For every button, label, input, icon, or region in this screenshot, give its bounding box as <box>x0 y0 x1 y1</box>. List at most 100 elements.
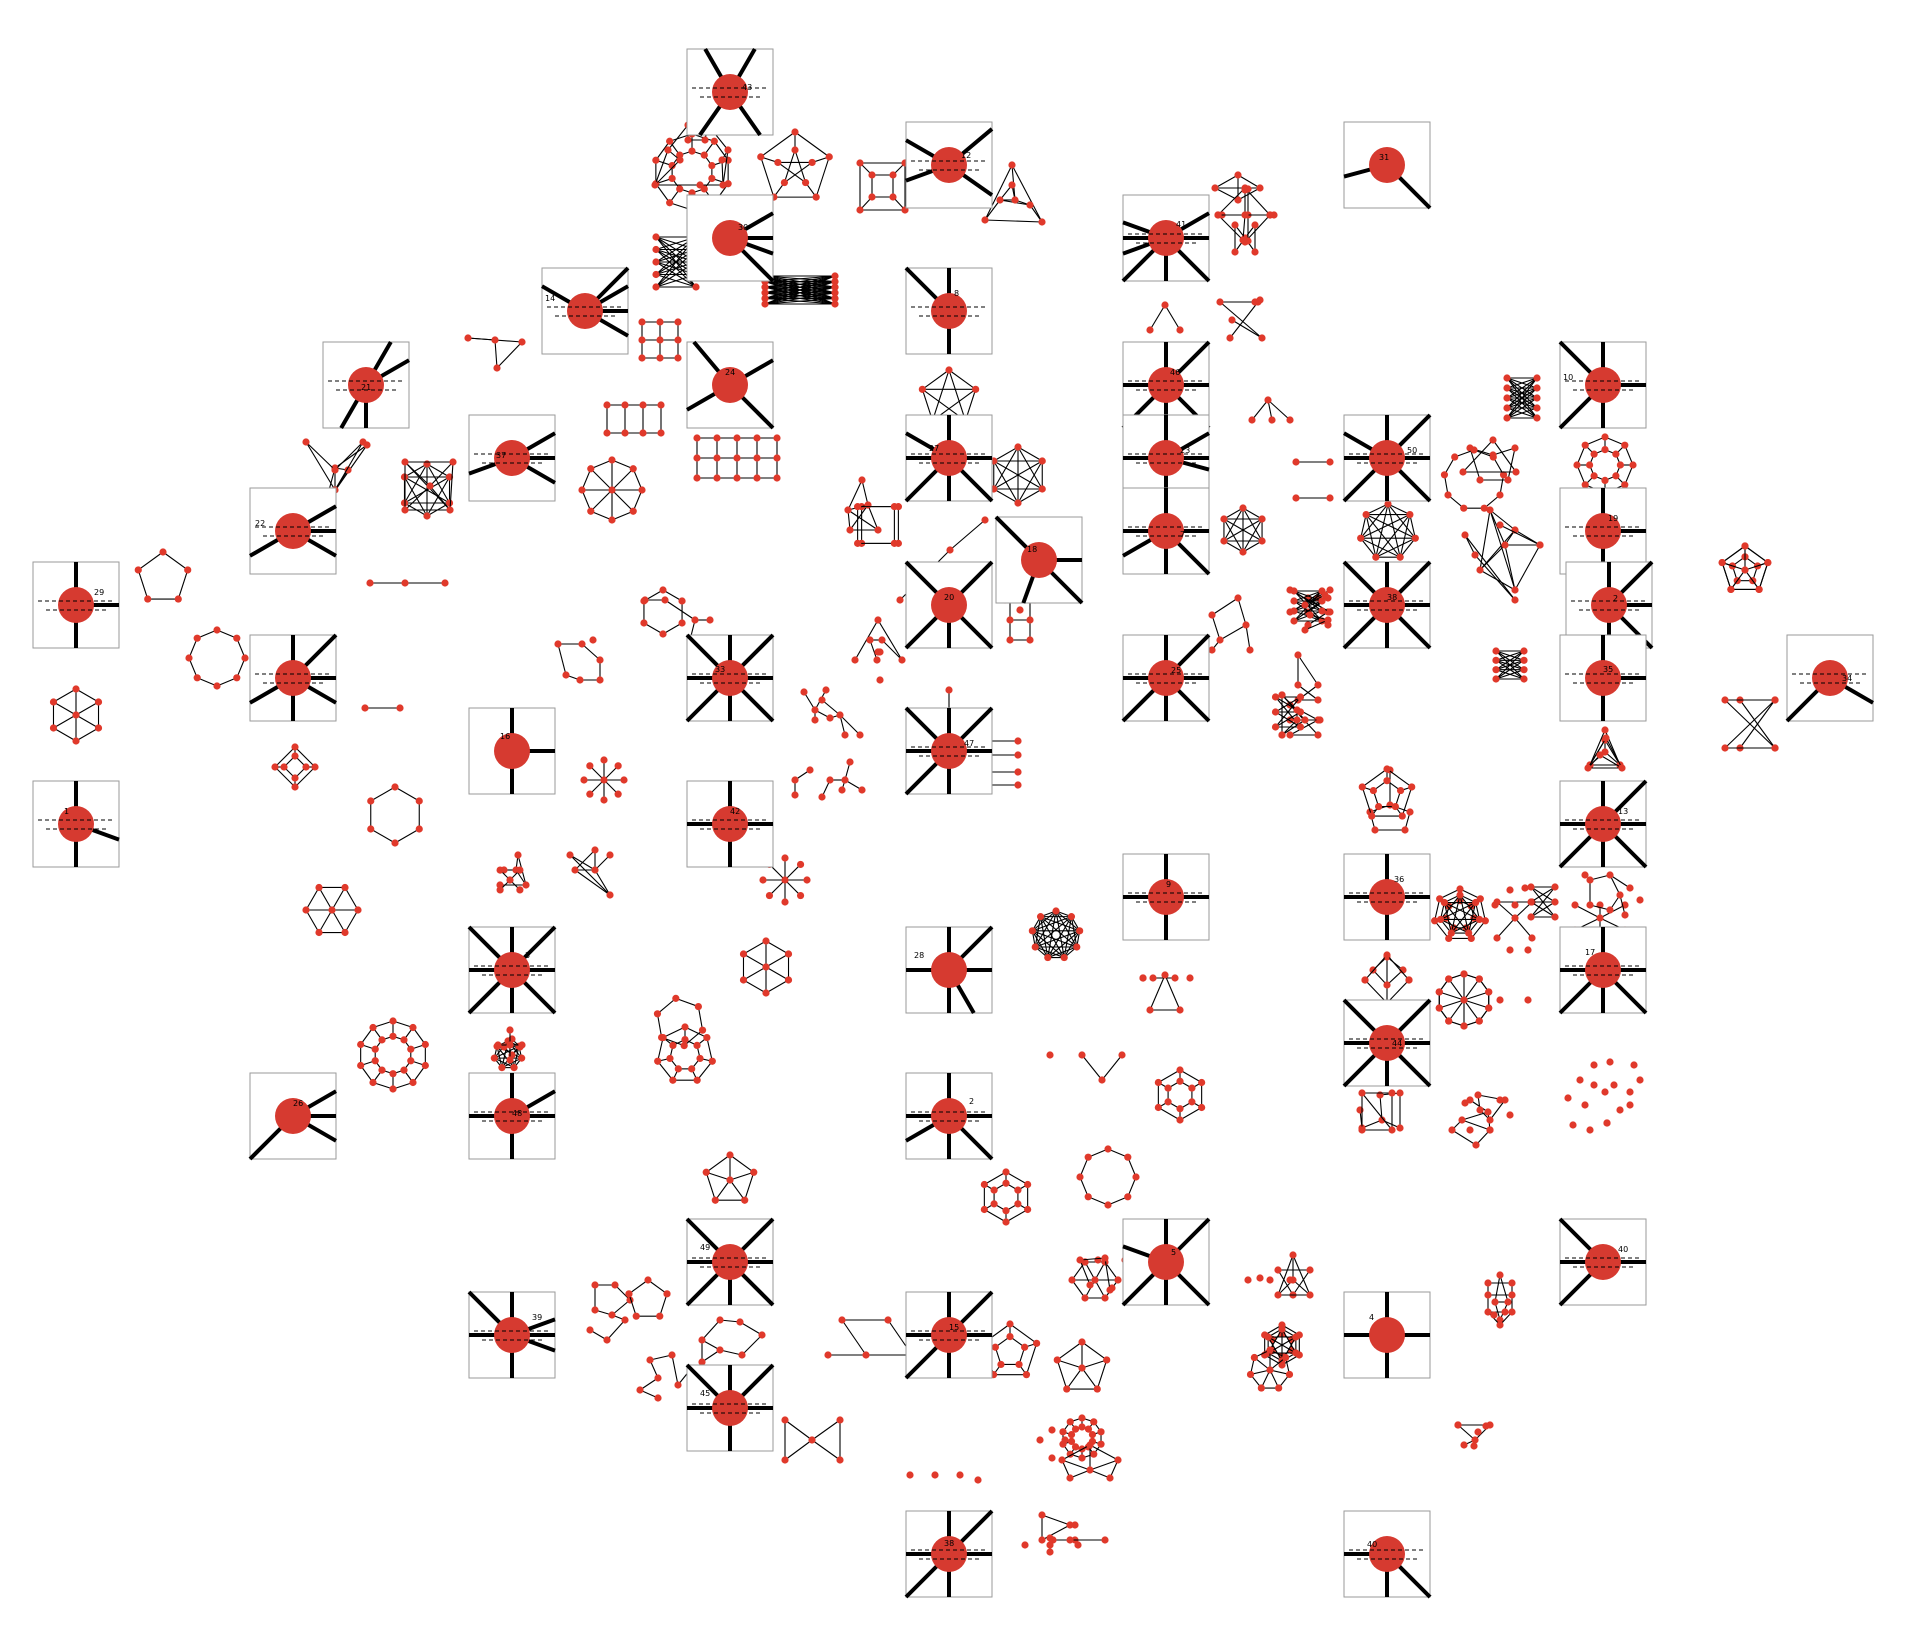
graph-node <box>646 1356 654 1364</box>
graph-node <box>1621 481 1629 489</box>
graph-edge <box>1104 1261 1119 1281</box>
graph-node <box>972 385 980 393</box>
graph-node <box>1264 396 1272 404</box>
graph-node <box>1084 1425 1093 1433</box>
hub-tile: 1 <box>32 780 120 868</box>
graph-edge <box>1041 1514 1071 1526</box>
graph-edge <box>611 510 634 521</box>
graph-node <box>494 1041 502 1049</box>
graph-node <box>836 1456 844 1464</box>
graph-node <box>674 1381 682 1389</box>
graph-edge <box>1040 916 1049 958</box>
hub-tile: 14 <box>541 266 630 355</box>
cycle-graph <box>185 626 249 690</box>
graph-node <box>1501 1308 1509 1316</box>
graph-edge <box>769 879 786 896</box>
graph-node <box>761 294 769 302</box>
graph-node <box>738 1351 746 1359</box>
graph-node <box>890 539 898 547</box>
graph-node <box>663 1290 671 1298</box>
graph-node <box>589 636 597 644</box>
graph-edge <box>706 1171 731 1181</box>
graph-node <box>674 336 682 344</box>
hub-tile: 47 <box>904 706 994 796</box>
graph-node <box>1164 1098 1172 1106</box>
graph-edge <box>741 1334 763 1356</box>
graph-edge <box>739 1321 763 1336</box>
graph-node <box>1246 646 1254 654</box>
graph-node <box>1506 886 1514 894</box>
hub-label: 25 <box>1171 666 1181 675</box>
graph-edge <box>1047 910 1057 958</box>
graph-edge <box>1104 1257 1111 1291</box>
graph-node <box>94 724 103 732</box>
hub-label: 24 <box>725 368 735 377</box>
graph-edge <box>1450 902 1477 934</box>
graph-node <box>791 146 799 154</box>
graph-node <box>1501 1096 1509 1104</box>
graph-node <box>421 1061 429 1070</box>
graph-edge <box>1219 301 1263 339</box>
graph-node <box>761 289 769 297</box>
graph-edge <box>948 369 966 421</box>
graph-node <box>1490 1311 1498 1319</box>
small-graph <box>1461 1096 1514 1134</box>
graph-node <box>1176 1006 1184 1014</box>
graph-node <box>1636 896 1644 904</box>
graph-node <box>1460 970 1468 978</box>
graph-node <box>1220 537 1228 545</box>
hub-label: 12 <box>961 151 971 160</box>
prism-graph <box>980 1168 1032 1226</box>
graph-edge <box>1292 1254 1311 1296</box>
hub-node <box>712 1390 748 1426</box>
graph-node <box>1485 988 1493 996</box>
graph-node <box>1060 953 1068 962</box>
hub-tile: 4 <box>1343 1291 1431 1379</box>
small-graph <box>1146 301 1184 334</box>
graph-node <box>1486 1126 1494 1134</box>
graph-node <box>1214 211 1222 219</box>
prism-graph <box>1358 765 1416 820</box>
graph-edge <box>1304 619 1329 631</box>
graph-edge <box>1506 377 1538 409</box>
graph-node <box>496 886 504 894</box>
graph-node <box>796 860 805 869</box>
graph-node <box>1569 1121 1577 1129</box>
graph-edge <box>922 369 950 390</box>
graph-node <box>1401 826 1409 834</box>
hub-label: 21 <box>361 383 371 392</box>
graph-node <box>1383 951 1391 959</box>
graph-edge <box>494 1057 515 1069</box>
prism-graph <box>1059 1414 1105 1462</box>
graph-edge <box>662 1026 686 1039</box>
graph-edge <box>1244 187 1271 216</box>
graph-edge <box>1499 524 1541 546</box>
graph-node <box>1486 506 1494 514</box>
graph-node <box>72 685 80 693</box>
graph-node <box>1372 553 1380 561</box>
graph-edge <box>719 1349 743 1356</box>
graph-node <box>1492 647 1500 655</box>
graph-edge <box>1440 918 1469 934</box>
hub-tile: 37 <box>468 414 556 502</box>
hub-node <box>1585 1244 1621 1280</box>
graph-node <box>808 158 816 167</box>
graph-edge <box>574 869 611 896</box>
graph-node <box>1101 1294 1109 1302</box>
graph-node <box>1368 812 1376 820</box>
graph-node <box>591 1281 599 1289</box>
small-graph <box>1021 1536 1109 1549</box>
graph-node <box>1176 326 1184 334</box>
graph-node <box>1216 298 1224 306</box>
graph-node <box>1301 601 1309 609</box>
graph-edge <box>784 879 801 896</box>
graph-node <box>409 1078 417 1087</box>
graph-node <box>698 1358 706 1366</box>
graph-node <box>1241 186 1249 194</box>
graph-edge <box>1011 164 1043 223</box>
graph-node <box>1533 374 1541 382</box>
graph-node <box>600 796 608 804</box>
hub-node <box>931 952 967 988</box>
small-graph <box>1466 444 1519 484</box>
graph-node <box>661 596 669 604</box>
